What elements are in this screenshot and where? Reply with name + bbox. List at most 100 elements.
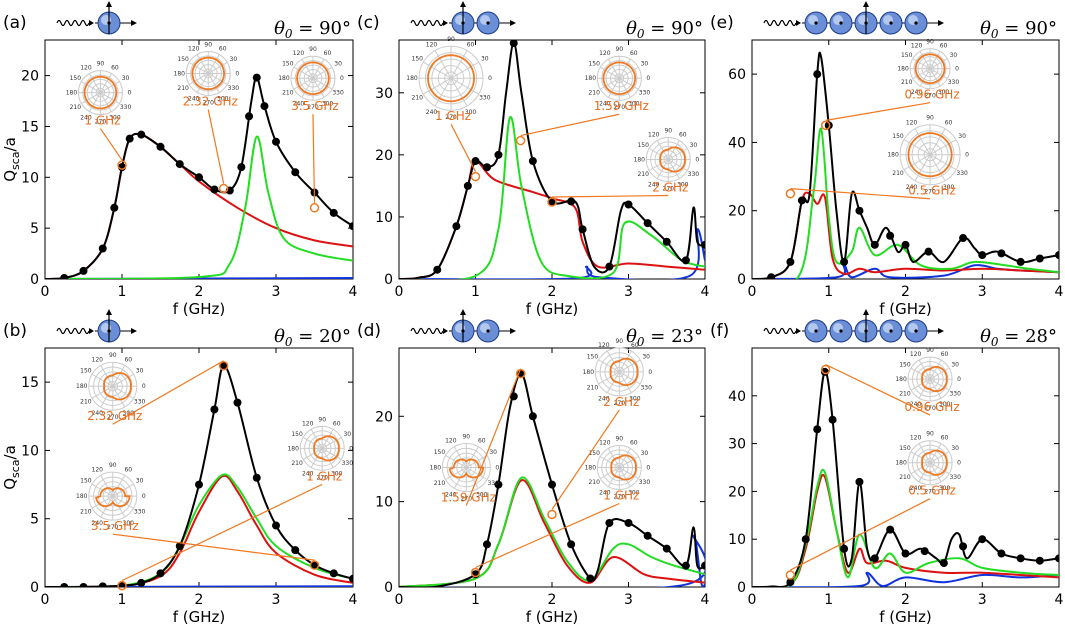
data-point (118, 581, 126, 587)
polar-angle-label: 180 (634, 157, 646, 164)
polar-angle-label: 120 (426, 41, 438, 48)
data-point (959, 542, 968, 551)
particle-diagram (410, 309, 516, 343)
arrow-head-icon (89, 328, 94, 334)
theta-symbol: θ (274, 18, 285, 39)
data-point (959, 234, 968, 243)
axis-arrow-icon (510, 328, 516, 334)
panel-label: (e) (710, 13, 734, 33)
theta-symbol: θ (626, 326, 637, 347)
polar-angle-label: 0 (957, 376, 961, 383)
polar-pattern (448, 458, 485, 479)
particle-center (814, 21, 818, 25)
particle-center (839, 21, 843, 25)
polar-angle-label: 60 (124, 356, 132, 363)
polar-angle-label: 210 (80, 509, 92, 516)
data-point (1016, 257, 1025, 266)
data-point (291, 546, 300, 555)
incident-wave-icon (410, 327, 444, 335)
annotation-label: 0.5 GHz (908, 484, 956, 498)
data-point (643, 219, 652, 228)
polar-angle-label: 0 (646, 75, 650, 82)
polar-grid-spoke (81, 81, 120, 105)
polar-angle-label: 150 (412, 56, 424, 63)
polar-angle-label: 150 (177, 56, 189, 63)
annotation-arrow (207, 109, 225, 184)
x-tick-label: 3 (978, 284, 987, 300)
green-curve (752, 127, 1059, 279)
polar-angle-label: 30 (122, 75, 130, 82)
data-point (855, 206, 864, 215)
annotation-marker (218, 361, 229, 371)
theta-value: = 90° (293, 18, 351, 39)
data-point (125, 134, 134, 143)
data-point (175, 542, 184, 551)
polar-angle-label: 150 (587, 353, 599, 360)
data-point (272, 521, 280, 530)
polar-angle-label: 180 (895, 460, 907, 467)
annotation-arrow (465, 368, 522, 506)
x-tick-label: 4 (701, 592, 710, 608)
y-axis-label-sub: sca (9, 151, 22, 170)
polar-angle-label: 300 (331, 470, 343, 477)
panel-label: (b) (3, 321, 27, 341)
polar-angle-label: 330 (639, 479, 651, 486)
theta-sub: 0 (637, 27, 645, 41)
arrow-head-icon (443, 20, 448, 26)
annotation-marker (547, 197, 557, 207)
data-point (1035, 254, 1044, 263)
polar-angle-label: 240 (910, 485, 922, 492)
data-point (210, 185, 219, 194)
data-point (997, 249, 1006, 258)
polar-angle-label: 0 (340, 75, 344, 82)
polar-angle-label: 30 (951, 445, 959, 452)
data-point (471, 157, 480, 166)
particle-center (814, 329, 818, 333)
polar-angle-label: 240 (92, 410, 104, 417)
polar-angle-label: 120 (598, 342, 610, 349)
annotation-arrow (99, 128, 123, 161)
polar-angle-label: 270 (614, 494, 626, 501)
polar-angle-label: 180 (66, 90, 78, 97)
polar-angle-label: 330 (949, 474, 961, 481)
polar-angle-label: 240 (599, 490, 611, 497)
polar-angle-label: 240 (426, 109, 438, 116)
data-point (252, 73, 261, 82)
moment-arrow-head-icon (106, 1, 112, 7)
data-point (939, 559, 948, 568)
x-tick-label: 1 (118, 592, 127, 608)
data-point (175, 160, 184, 169)
annotation-arrow (312, 114, 316, 203)
polar-angle-label: 0 (488, 75, 492, 82)
data-point (137, 578, 146, 587)
polar-angle-label: 180 (76, 493, 88, 500)
moment-arrow-head-icon (863, 309, 869, 315)
x-axis-label: f (GHz) (879, 300, 932, 318)
polar-angle-label: 150 (899, 445, 911, 452)
polar-grid-spoke (302, 436, 342, 460)
annotation-label: 1 GHz (603, 489, 639, 503)
annotation-marker (470, 171, 481, 182)
polar-angle-label: 240 (906, 184, 918, 191)
polar-angle-label: 120 (80, 64, 92, 71)
annotation-label: 1.59 GHz (594, 99, 649, 113)
axis-arrow-icon (510, 20, 516, 26)
green-curve (45, 135, 353, 279)
polar-angle-label: 120 (293, 50, 305, 57)
annotation-marker (547, 509, 557, 520)
polar-angle-label: 270 (924, 189, 936, 196)
axis-arrow-icon (938, 328, 944, 334)
polar-angle-label: 330 (639, 90, 651, 97)
data-point (79, 583, 88, 587)
polar-angle-label: 90 (109, 462, 117, 469)
annotation-arrow (825, 363, 931, 416)
polar-angle-label: 150 (80, 368, 92, 375)
polar-angle-label: 150 (70, 75, 82, 82)
polar-angle-label: 180 (174, 70, 186, 77)
polar-angle-label: 240 (80, 115, 92, 122)
data-point (824, 121, 833, 130)
